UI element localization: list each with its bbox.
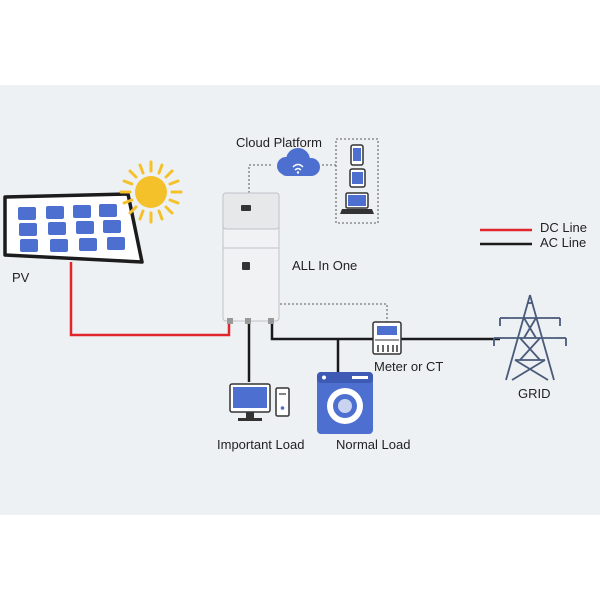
dc-line-pv <box>69 262 231 337</box>
phone-icon <box>350 144 364 166</box>
grid-label: GRID <box>518 386 551 401</box>
legend-dc-label: DC Line <box>540 220 587 235</box>
devices-box <box>335 138 379 224</box>
cloud-platform-label: Cloud Platform <box>236 135 322 150</box>
ac-line-grid <box>270 320 500 341</box>
legend-ac-label: AC Line <box>540 235 587 250</box>
normal-load-label: Normal Load <box>336 437 411 452</box>
sun-icon <box>119 160 183 224</box>
inverter-battery-icon <box>222 192 280 324</box>
all-in-one-label: ALL In One <box>292 258 358 273</box>
cloud-icon <box>277 148 320 176</box>
data-link-cloud <box>248 164 272 193</box>
transmission-tower-icon <box>493 294 567 381</box>
computer-icon <box>229 383 290 421</box>
tablet-icon <box>349 168 366 188</box>
meter-label: Meter or CT <box>374 359 444 374</box>
pv-label: PV <box>12 270 30 285</box>
important-load-label: Important Load <box>217 437 305 452</box>
meter-icon <box>372 321 402 355</box>
laptop-icon <box>340 192 374 214</box>
washing-machine-icon <box>317 372 373 434</box>
solar-panel-icon <box>3 192 144 264</box>
